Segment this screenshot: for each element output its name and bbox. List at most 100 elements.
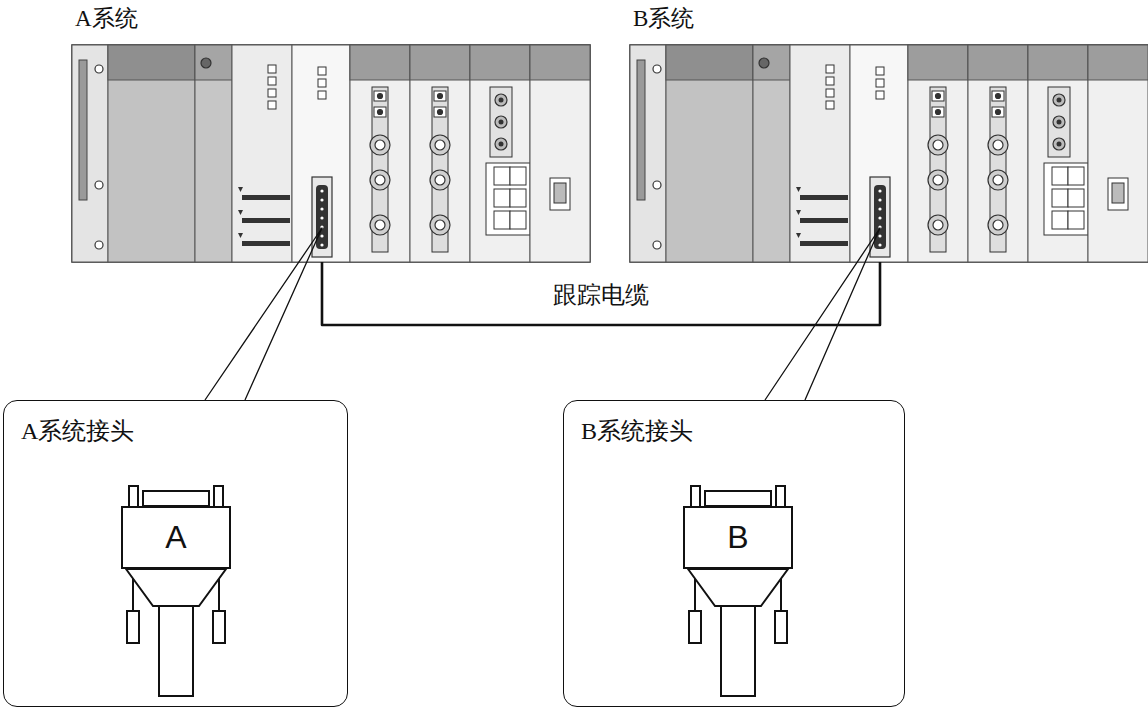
rack-part [320,234,323,237]
rack-part [242,241,290,246]
rack-part [530,45,590,262]
rack-part [435,140,445,150]
rack-part [928,135,948,155]
rack-part [705,491,771,506]
rack-part [268,89,276,97]
rack-part [494,211,510,229]
rack-part [1112,183,1124,203]
rack-part [494,167,510,185]
cable-label: 跟踪电缆 [547,279,655,311]
rack-part [936,94,941,99]
plug-hood [126,569,226,606]
rack-part [993,140,1003,150]
rack-part [1053,116,1065,128]
rack-part [1088,45,1148,262]
rack-part [800,218,848,223]
rack-part [438,94,443,99]
rack-part [796,210,801,215]
rack-part [1028,45,1088,262]
rack-part [1108,178,1128,210]
rack-part [378,94,383,99]
rack-part [936,110,941,115]
plc-rack-drawing [630,45,1148,262]
rack-part [992,107,1004,117]
rack-part [988,215,1008,235]
rack-part [108,45,195,262]
rack-part [375,175,385,185]
rack-part [878,189,881,192]
rack-part [499,98,504,103]
rack-part [993,220,1003,230]
rack-part [510,189,526,207]
rack-part [72,45,590,262]
rack-part [988,135,1008,155]
rack-part [753,45,790,80]
rack-part [242,218,290,223]
rack-part [1044,163,1088,235]
rack-part [968,45,1028,262]
rack-part [350,45,410,262]
rack-part [95,241,103,249]
rack-part [637,60,645,200]
rack-part [800,195,848,200]
rack-part [996,110,1001,115]
rack-part [1057,142,1062,147]
rack-part [434,107,446,117]
rack-part [790,45,850,262]
rack-part [213,611,225,643]
rack-part [753,45,790,262]
rack-part [318,79,326,87]
rack-part [242,195,290,200]
rack-part [375,140,385,150]
rack-part [438,110,443,115]
rack-part [318,67,326,75]
rack-part [878,243,881,246]
rack-part [826,101,834,109]
rack-part [495,116,507,128]
rack-part [430,135,450,155]
rack-part [470,45,530,262]
rack-part [1057,120,1062,125]
rack-part [796,233,801,238]
plug-hood [688,569,788,606]
rack-part [721,606,755,696]
rack-part [435,175,445,185]
rack-part [410,45,470,262]
connector-plug: A [121,506,231,569]
rack-part [1052,211,1068,229]
rack-part [876,91,884,99]
rack-part [876,67,884,75]
rack-part [666,45,753,80]
rack-part [993,175,1003,185]
rack-part [653,181,661,189]
rack-part [1028,45,1088,80]
rack-part [268,77,276,85]
rack-part [72,45,108,262]
rack-part [370,170,390,190]
rack-part [878,216,881,219]
rack-part [370,135,390,155]
rack-part [95,181,103,189]
callout-box: B系统接头B [563,400,905,707]
rack-part [320,189,323,192]
rack-part [933,140,943,150]
rack-part [996,94,1001,99]
rack-part [908,45,968,80]
plug-letter: A [165,519,186,556]
rack-part [933,175,943,185]
rack-part [968,45,1028,80]
rack-part [499,120,504,125]
rack-part [232,45,292,262]
rack-part [800,241,848,246]
rack-part [826,89,834,97]
rack-part [495,138,507,150]
dsub-port [874,185,886,249]
rack-part [320,207,323,210]
rack-part [195,45,232,80]
rack-part [435,220,445,230]
rack-part [1048,87,1070,157]
rack-part [530,45,590,80]
rack-part [1052,167,1068,185]
